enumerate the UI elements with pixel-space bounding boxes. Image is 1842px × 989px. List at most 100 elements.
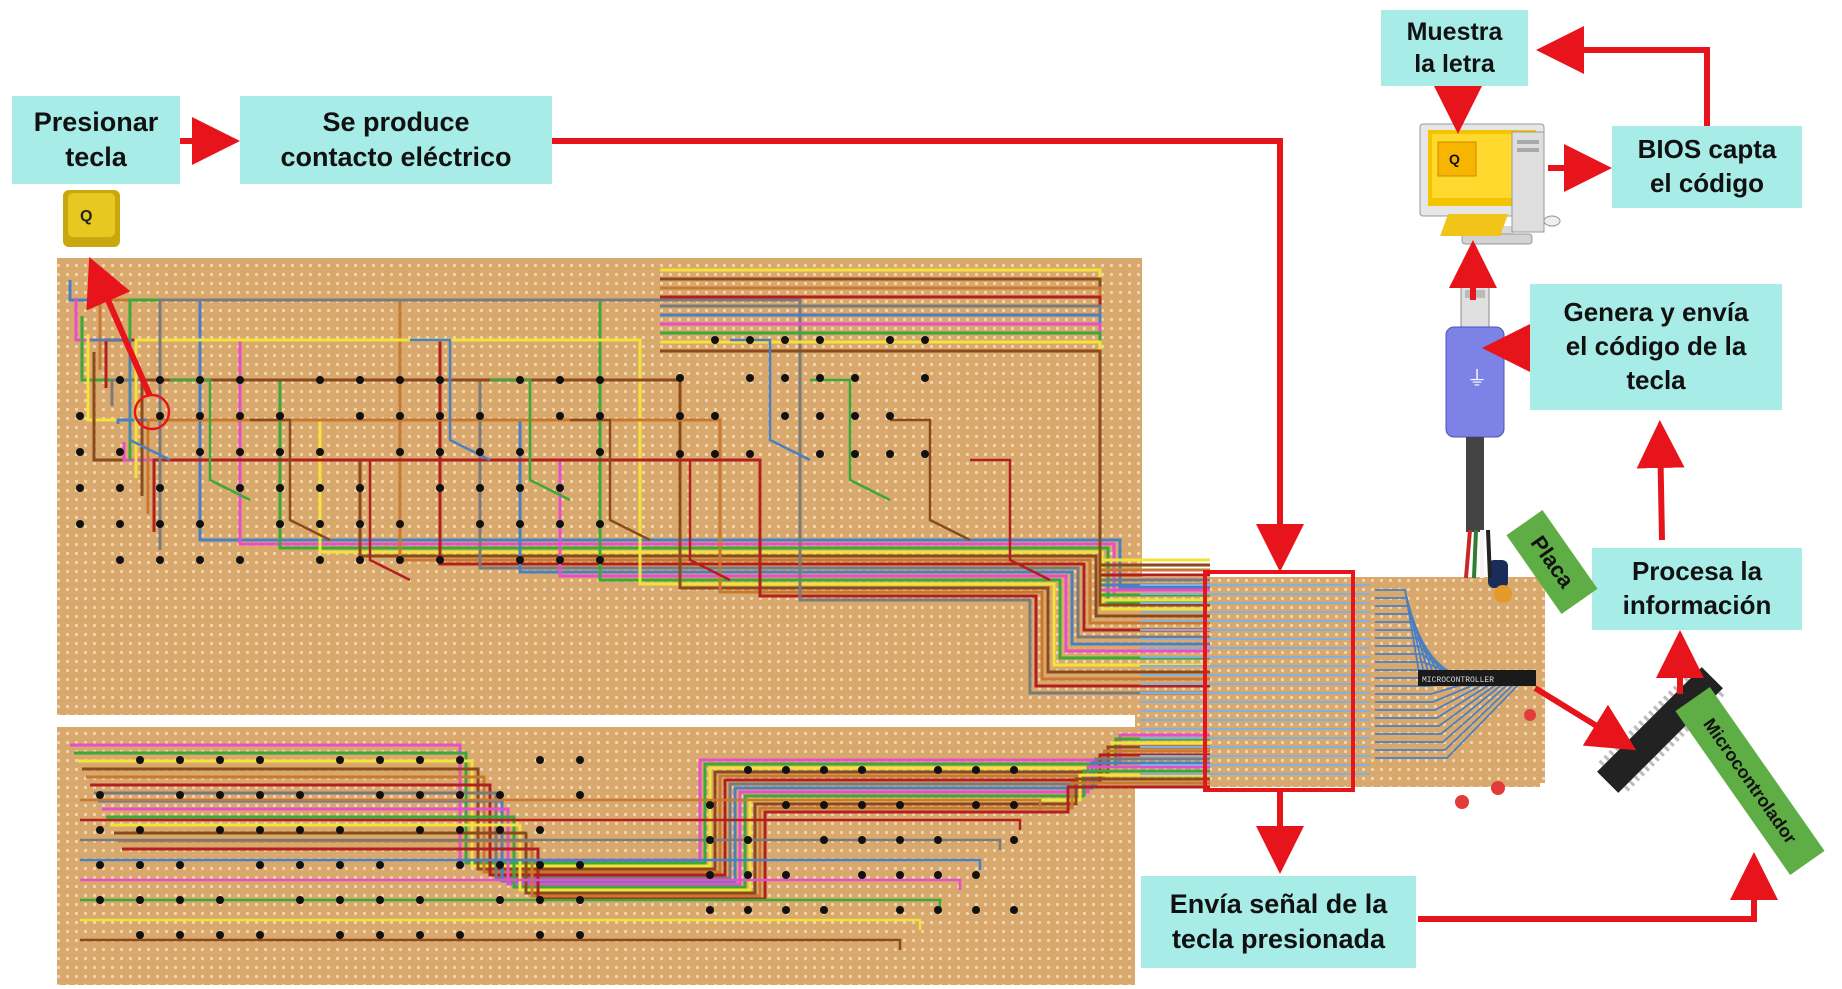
switch-contact-dot <box>886 336 894 344</box>
arrow-send-to-microcontroller <box>1418 864 1754 919</box>
switch-contact-dot <box>851 374 859 382</box>
switch-contact-dot <box>76 412 84 420</box>
switch-contact-dot <box>886 450 894 458</box>
switch-contact-dot <box>782 871 790 879</box>
switch-contact-dot <box>746 336 754 344</box>
switch-contact-dot <box>858 801 866 809</box>
switch-contact-dot <box>416 756 424 764</box>
switch-contact-dot <box>196 448 204 456</box>
switch-contact-dot <box>596 448 604 456</box>
switch-contact-dot <box>516 556 524 564</box>
switch-contact-dot <box>744 766 752 774</box>
switch-contact-dot <box>196 556 204 564</box>
switch-contact-dot <box>416 931 424 939</box>
switch-contact-dot <box>781 412 789 420</box>
switch-contact-dot <box>396 448 404 456</box>
switch-contact-dot <box>596 556 604 564</box>
keycap-icon: Q <box>63 190 120 247</box>
label-bios: BIOS capta el código <box>1612 126 1802 208</box>
switch-contact-dot <box>706 871 714 879</box>
switch-contact-dot <box>196 376 204 384</box>
switch-contact-dot <box>576 931 584 939</box>
switch-contact-dot <box>934 766 942 774</box>
switch-contact-dot <box>476 484 484 492</box>
switch-contact-dot <box>216 826 224 834</box>
switch-contact-dot <box>972 906 980 914</box>
switch-contact-dot <box>820 766 828 774</box>
switch-contact-dot <box>496 861 504 869</box>
switch-contact-dot <box>376 791 384 799</box>
switch-contact-dot <box>934 906 942 914</box>
switch-contact-dot <box>336 931 344 939</box>
switch-contact-dot <box>256 931 264 939</box>
label-show-letter: Muestra la letra <box>1381 10 1528 86</box>
switch-contact-dot <box>336 896 344 904</box>
switch-contact-dot <box>216 791 224 799</box>
switch-contact-dot <box>921 374 929 382</box>
switch-contact-dot <box>706 906 714 914</box>
switch-contact-dot <box>236 376 244 384</box>
switch-contact-dot <box>676 450 684 458</box>
switch-contact-dot <box>536 826 544 834</box>
switch-contact-dot <box>276 412 284 420</box>
usb-cable-wires <box>1466 530 1490 578</box>
label-send-signal: Envía señal de la tecla presionada <box>1141 876 1416 968</box>
switch-contact-dot <box>456 826 464 834</box>
switch-contact-dot <box>972 871 980 879</box>
switch-contact-dot <box>176 791 184 799</box>
switch-contact-dot <box>76 448 84 456</box>
switch-contact-dot <box>781 336 789 344</box>
switch-contact-dot <box>851 412 859 420</box>
switch-contact-dot <box>236 412 244 420</box>
switch-contact-dot <box>376 896 384 904</box>
switch-contact-dot <box>536 896 544 904</box>
switch-contact-dot <box>416 896 424 904</box>
switch-contact-dot <box>1010 906 1018 914</box>
switch-contact-dot <box>921 336 929 344</box>
board-chip-label: MICROCONTROLLER <box>1422 676 1494 685</box>
switch-contact-dot <box>556 484 564 492</box>
switch-contact-dot <box>1010 836 1018 844</box>
switch-contact-dot <box>116 484 124 492</box>
switch-contact-dot <box>782 906 790 914</box>
switch-contact-dot <box>896 906 904 914</box>
switch-contact-dot <box>556 376 564 384</box>
switch-contact-dot <box>276 520 284 528</box>
switch-contact-dot <box>816 450 824 458</box>
desktop-computer-icon: Q <box>1420 124 1560 244</box>
switch-contact-dot <box>316 556 324 564</box>
switch-contact-dot <box>896 836 904 844</box>
switch-contact-dot <box>96 861 104 869</box>
switch-contact-dot <box>296 826 304 834</box>
switch-contact-dot <box>576 896 584 904</box>
switch-contact-dot <box>76 484 84 492</box>
switch-contact-dot <box>296 896 304 904</box>
switch-contact-dot <box>396 412 404 420</box>
usb-connector-icon: ⏚ <box>1446 283 1504 532</box>
switch-contact-dot <box>356 520 364 528</box>
switch-contact-dot <box>711 450 719 458</box>
switch-contact-dot <box>316 484 324 492</box>
switch-contact-dot <box>136 896 144 904</box>
switch-contact-dot <box>256 791 264 799</box>
screen-letter: Q <box>1449 151 1460 167</box>
switch-contact-dot <box>376 861 384 869</box>
switch-contact-dot <box>781 374 789 382</box>
switch-contact-dot <box>396 556 404 564</box>
switch-contact-dot <box>176 896 184 904</box>
switch-contact-dot <box>556 556 564 564</box>
switch-contact-dot <box>596 412 604 420</box>
switch-contact-dot <box>456 861 464 869</box>
switch-contact-dot <box>116 520 124 528</box>
switch-contact-dot <box>896 871 904 879</box>
switch-contact-dot <box>136 861 144 869</box>
switch-contact-dot <box>858 871 866 879</box>
switch-contact-dot <box>516 376 524 384</box>
keycap-letter: Q <box>80 208 92 225</box>
switch-contact-dot <box>316 448 324 456</box>
switch-contact-dot <box>216 931 224 939</box>
switch-contact-dot <box>216 756 224 764</box>
switch-contact-dot <box>316 520 324 528</box>
switch-contact-dot <box>596 520 604 528</box>
